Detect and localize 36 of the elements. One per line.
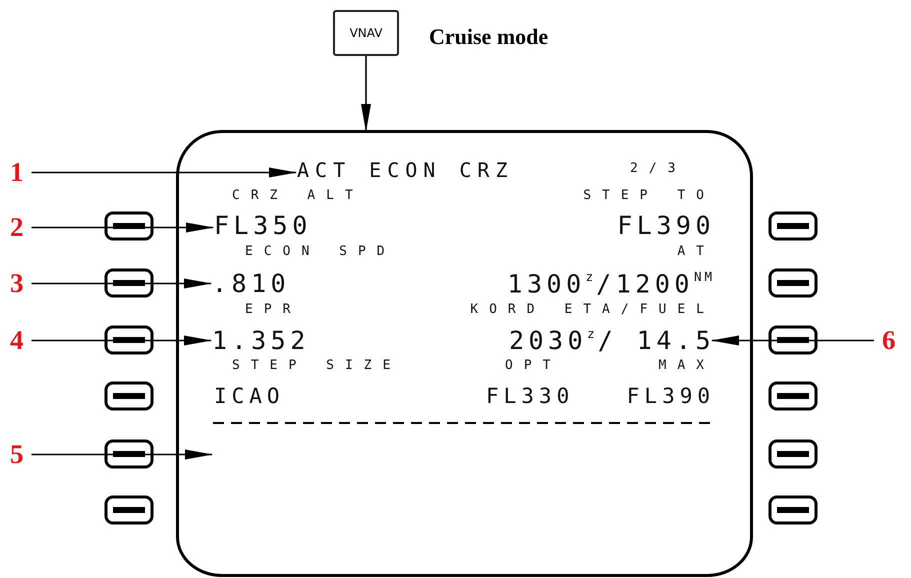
speed-value: .810: [212, 271, 290, 296]
callout-number: 5: [10, 441, 24, 468]
field-value: FL330: [486, 386, 574, 407]
callout-number: 4: [10, 327, 24, 354]
field-title: STEP SIZE: [232, 359, 402, 372]
field-title: CRZ ALT: [232, 189, 364, 202]
leader-line: [711, 336, 874, 346]
field-value: FL390: [626, 386, 715, 407]
field-title: EPR: [245, 303, 302, 316]
field-title: MAX: [658, 359, 715, 372]
leader-line: [32, 168, 297, 178]
field-value: 1300$^{z}$/1200$^{NM}$: [507, 271, 715, 296]
field-title: AT: [677, 245, 715, 258]
callout-number: 6: [882, 327, 896, 354]
callout-number: 2: [10, 214, 24, 241]
field-value: ICAO: [214, 386, 285, 407]
page-title: ACT ECON CRZ: [297, 160, 514, 180]
mode-caption: Cruise mode: [429, 24, 548, 50]
eta-fuel-value: 2030$^{z}$/ 14.5: [508, 328, 715, 354]
field-title: ECON SPD: [245, 245, 396, 258]
cruise-altitude-value: FL350: [214, 213, 312, 238]
display-screen: [176, 130, 753, 577]
callout-number: 3: [10, 270, 24, 297]
epr-value: 1.352: [212, 328, 310, 353]
leader-line: [32, 222, 214, 232]
callout-number: 1: [10, 159, 24, 186]
mode-key: VNAV: [333, 10, 399, 56]
leader-line: [32, 278, 212, 288]
field-title: KORD ETA/FUEL: [470, 303, 715, 316]
arrow: [361, 56, 371, 132]
field-title: OPT: [505, 359, 562, 372]
field-value: FL390: [617, 213, 715, 238]
page-number: 2/3: [630, 162, 686, 175]
leader-line: [32, 336, 212, 346]
leader-line: [32, 450, 213, 460]
field-title: STEP TO: [583, 189, 715, 202]
